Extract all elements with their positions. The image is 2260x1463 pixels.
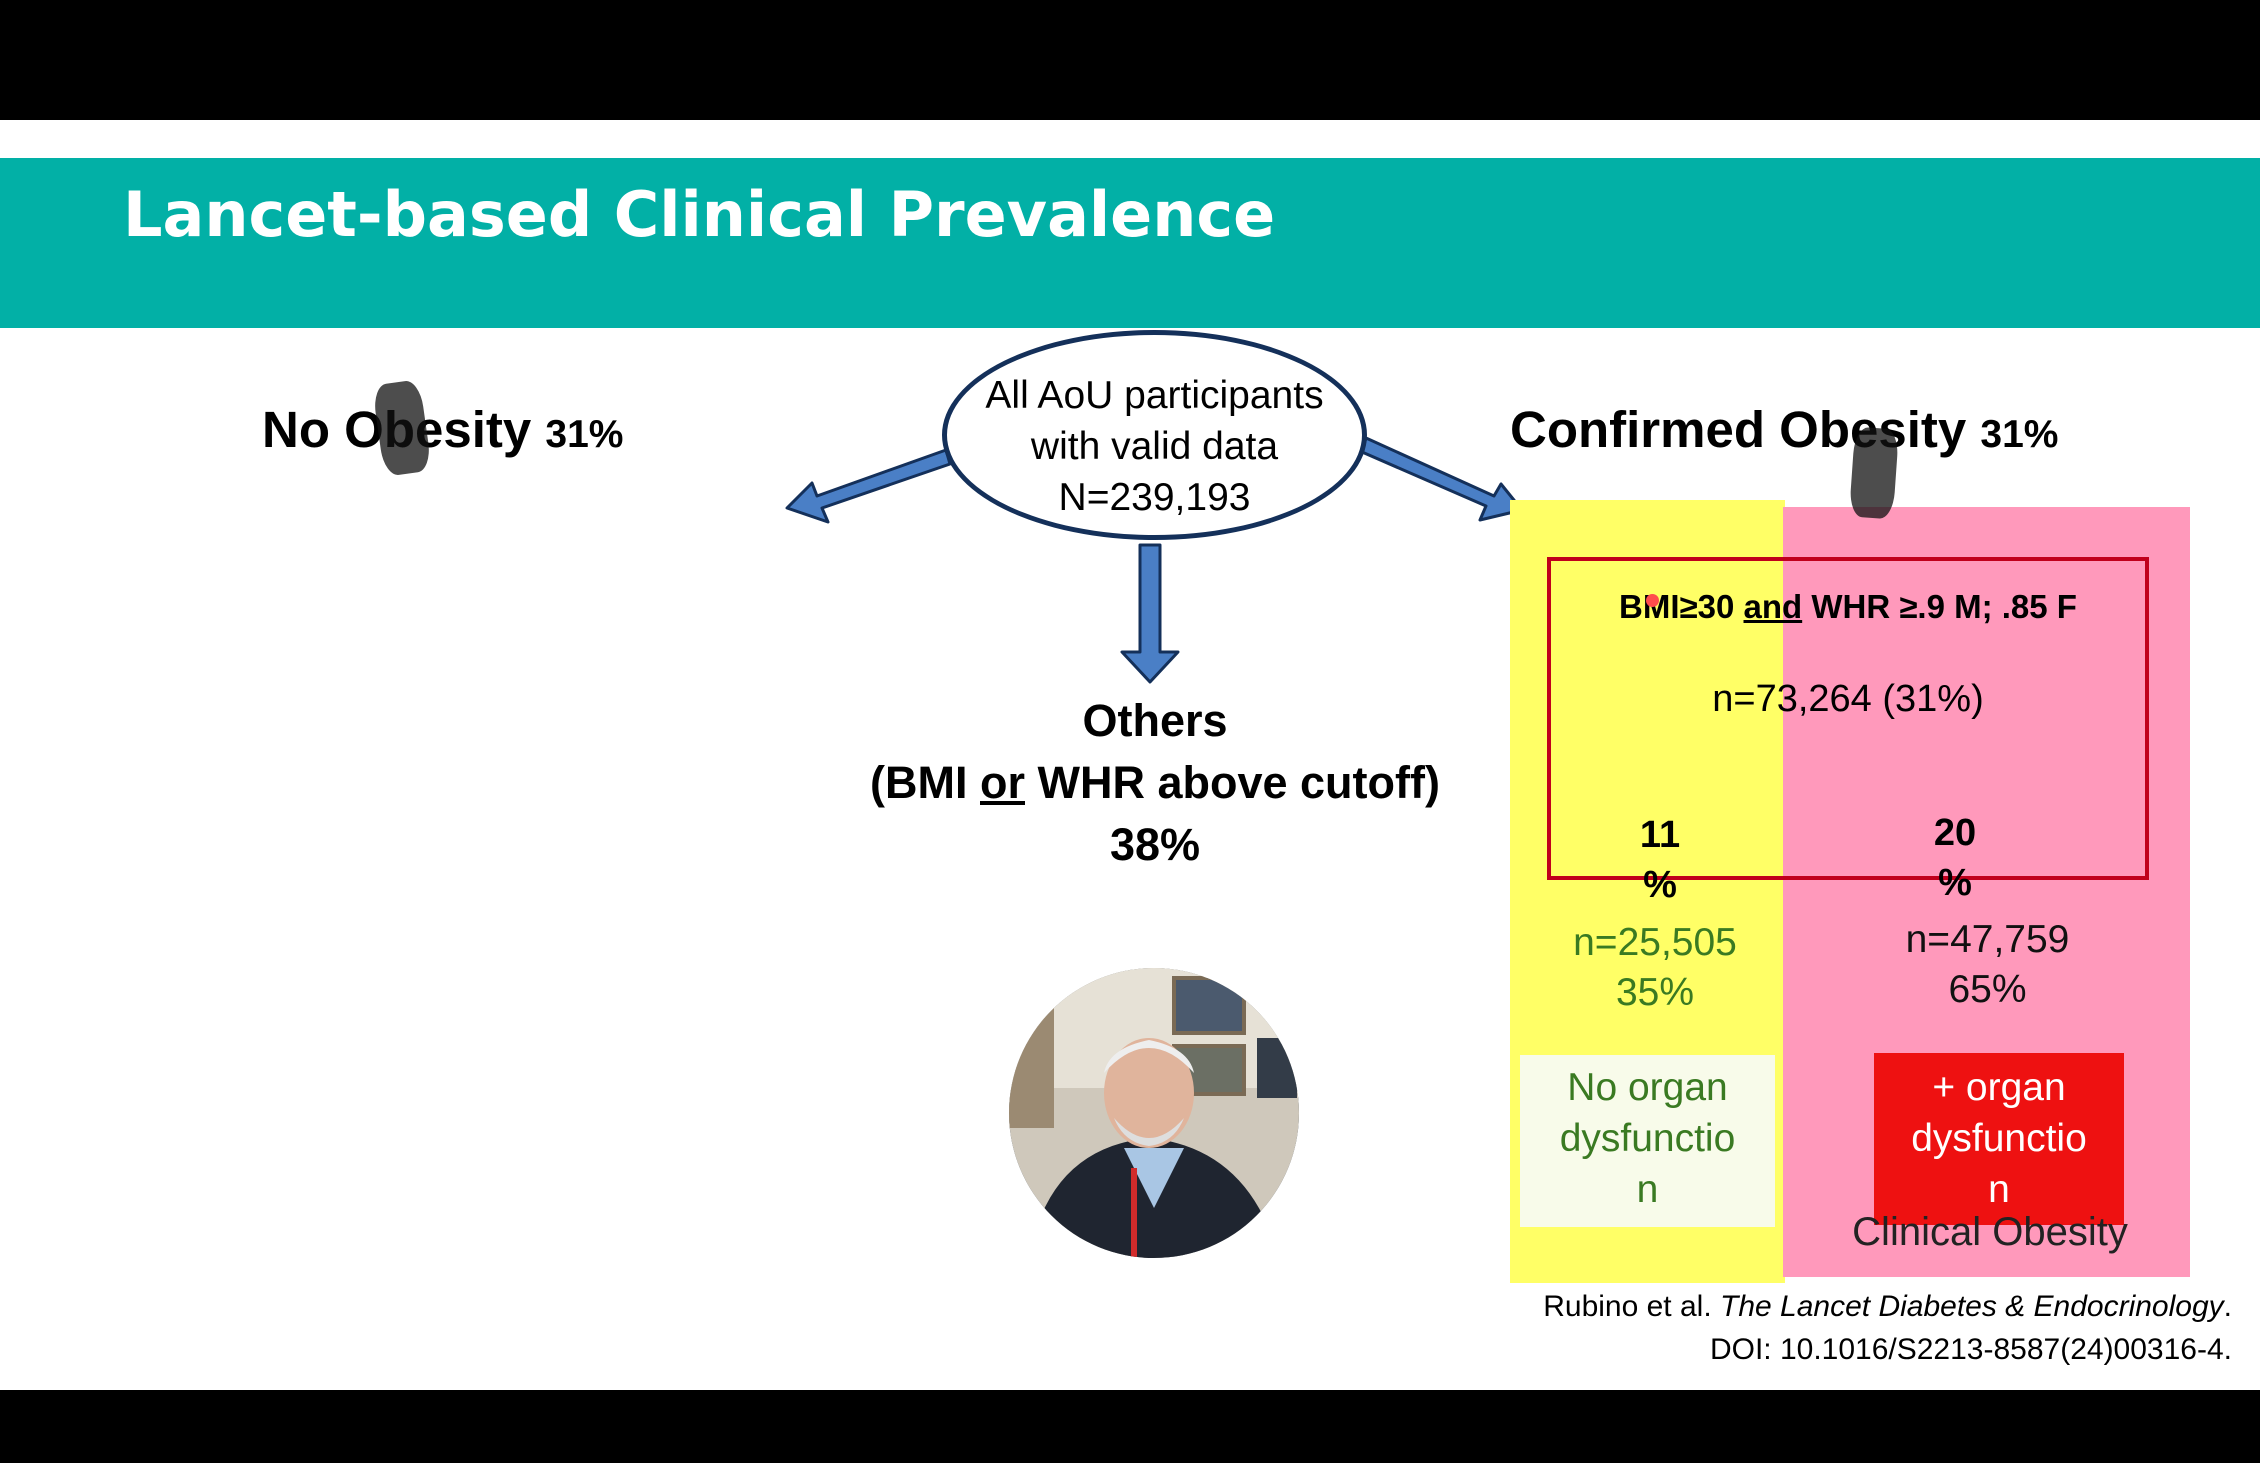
flow-arrows	[785, 436, 1524, 684]
citation-journal: The Lancet Diabetes & Endocrinology	[1720, 1290, 2224, 1323]
others-criteria: (BMI or WHR above cutoff)	[800, 752, 1510, 814]
pointer-mark-right	[1848, 426, 1900, 520]
no-organ-n: n=25,505	[1573, 921, 1737, 964]
others-group: Others (BMI or WHR above cutoff) 38%	[800, 690, 1510, 876]
organ-count: n=47,759 65%	[1790, 915, 2185, 1015]
participants-ellipse	[942, 330, 1367, 540]
participants-line-2: with valid data	[1030, 425, 1279, 468]
organ-label: + organ dysfunctio n	[1874, 1062, 2124, 1215]
others-pct: 38%	[1109, 819, 1201, 870]
others-criteria-post: WHR above cutoff)	[1025, 757, 1440, 808]
no-obesity-pct: 31%	[545, 413, 624, 456]
citation-line-1: Rubino et al. The Lancet Diabetes & Endo…	[1543, 1285, 2232, 1328]
others-criteria-pre: (BMI	[870, 757, 980, 808]
organ-overall-pct-sign: %	[1938, 862, 1972, 904]
criteria-text: BMI≥30 and WHR ≥.9 M; .85 F	[1547, 588, 2149, 626]
organ-label-2: dysfunctio	[1911, 1117, 2087, 1160]
arrow-left	[785, 448, 952, 524]
slide: Lancet-based Clinical Prevalence No Obes…	[0, 120, 2260, 1390]
citation-doi: DOI: 10.1016/S2213-8587(24)00316-4.	[1709, 1333, 2232, 1366]
arrow-right	[1360, 436, 1524, 522]
citation-end: .	[2223, 1290, 2232, 1323]
confirmed-n-total: n=73,264 (31%)	[1712, 678, 1984, 720]
no-organ-label-3: n	[1636, 1168, 1659, 1211]
criteria-box	[1547, 557, 2149, 880]
no-organ-count: n=25,505 35%	[1520, 918, 1790, 1018]
participants-text: All AoU participants with valid data N=2…	[942, 370, 1367, 523]
others-criteria-or: or	[980, 757, 1025, 808]
participants-line-1: All AoU participants	[985, 374, 1324, 417]
no-organ-overall-pct-num: 11	[1639, 814, 1681, 856]
organ-overall-pct-num: 20	[1933, 812, 1977, 854]
no-organ-label-1: No organ	[1567, 1066, 1728, 1109]
no-organ-share: 35%	[1615, 971, 1695, 1014]
organ-overall-pct: 20 %	[1905, 808, 2005, 908]
confirmed-obesity-pct: 31%	[1980, 413, 2059, 456]
organ-box	[1874, 1053, 2124, 1225]
organ-label-1: + organ	[1932, 1066, 2066, 1109]
citation: Rubino et al. The Lancet Diabetes & Endo…	[1543, 1285, 2232, 1371]
criteria-pre: BMI≥30	[1619, 588, 1744, 625]
criteria-post: WHR ≥.9 M; .85 F	[1802, 588, 2077, 625]
arrow-down	[1120, 543, 1180, 684]
citation-authors: Rubino et al.	[1543, 1290, 1720, 1323]
others-title: Others	[1082, 695, 1228, 746]
organ-label-3: n	[1988, 1168, 2010, 1211]
criteria-and: and	[1743, 588, 1803, 625]
no-organ-box	[1520, 1055, 1775, 1227]
organ-n: n=47,759	[1905, 918, 2070, 961]
no-organ-overall-pct-sign: %	[1643, 864, 1677, 906]
slide-title: Lancet-based Clinical Prevalence	[123, 178, 1276, 251]
organ-share: 65%	[1948, 968, 2027, 1011]
no-organ-overall-pct: 11 %	[1610, 810, 1710, 910]
speaker-video	[1009, 968, 1299, 1258]
no-organ-label: No organ dysfunctio n	[1520, 1062, 1775, 1215]
title-banner	[0, 158, 2260, 328]
speaker-image	[1009, 968, 1299, 1258]
clinical-obesity-label: Clinical Obesity	[1852, 1210, 2128, 1254]
no-organ-label-2: dysfunctio	[1559, 1117, 1736, 1160]
participants-line-3: N=239,193	[1058, 476, 1251, 519]
laser-pointer-dot	[1646, 594, 1659, 607]
